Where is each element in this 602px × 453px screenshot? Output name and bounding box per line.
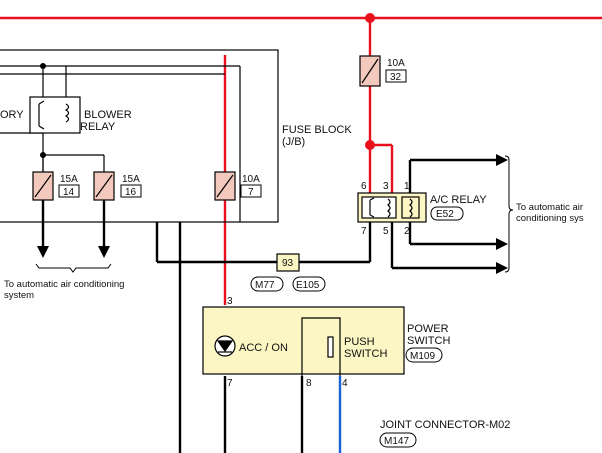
switch-pin-7: 7 <box>227 378 233 389</box>
acc-on-label: ACC / ON <box>239 342 288 354</box>
arrow-down-icon <box>98 246 110 258</box>
arrow-right-icon <box>496 262 508 274</box>
arrow-down-icon <box>37 246 49 258</box>
switch-pin-8: 8 <box>306 378 312 389</box>
thick-black-wires <box>41 158 500 453</box>
ac-relay-pin-7: 7 <box>361 226 367 237</box>
left-system-bracket <box>35 263 112 273</box>
fuse-block-internal-wires <box>0 65 241 222</box>
arrow-right-icon <box>496 238 508 250</box>
fuse-block-frame <box>0 49 279 223</box>
fuse-32-amp: 10A <box>387 58 405 69</box>
blower-relay-label-2: RELAY <box>80 121 116 133</box>
to-auto-right-label-1: To automatic air <box>516 202 583 213</box>
push-switch-label-1: PUSH <box>344 336 375 348</box>
acc-on-indicator-icon <box>214 335 236 357</box>
fuse-block-label-1: FUSE BLOCK <box>282 124 352 136</box>
fuse-7-num: 7 <box>248 187 254 198</box>
ac-relay-pin-6: 6 <box>361 181 367 192</box>
to-auto-left-label-2: system <box>4 290 34 301</box>
fuse-32-num: 32 <box>390 72 402 83</box>
switch-pin-3: 3 <box>227 296 233 307</box>
connector-93-box <box>276 253 300 272</box>
ac-relay-symbol <box>361 196 420 219</box>
ac-relay-label: A/C RELAY <box>430 194 487 206</box>
red-junction-relay <box>365 140 375 150</box>
to-auto-left-label-1: To automatic air conditioning <box>4 279 124 290</box>
power-switch-label-2: SWITCH <box>407 335 450 347</box>
ac-relay-connector-label: E52 <box>436 209 454 220</box>
ac-relay-pin-5: 5 <box>383 226 389 237</box>
fuse-14-amp: 15A <box>60 174 78 185</box>
red-junction-top <box>365 13 375 23</box>
joint-connector-id: M147 <box>384 436 409 447</box>
fuse-32-symbol <box>359 55 381 87</box>
fuse-16-num: 16 <box>125 187 137 198</box>
connector-93-label: 93 <box>282 258 294 269</box>
fuse-block-junction-1 <box>40 63 46 69</box>
right-system-bracket <box>504 155 514 273</box>
blower-relay-label-1: BLOWER <box>84 109 132 121</box>
ac-relay-pin-1: 1 <box>404 181 410 192</box>
ac-relay-pin-3: 3 <box>383 181 389 192</box>
fuse-block-label-2: (J/B) <box>282 136 305 148</box>
wire-connector-m77: M77 <box>255 280 275 291</box>
fuse-block-junction-2 <box>40 152 46 158</box>
push-switch-label-2: SWITCH <box>344 348 387 360</box>
power-switch-connector-label: M109 <box>410 351 435 362</box>
fuse-16-amp: 15A <box>122 174 140 185</box>
push-switch-symbol <box>301 317 341 376</box>
fuse-7-amp: 10A <box>242 174 260 185</box>
fuse-14-symbol <box>32 171 54 201</box>
fuse-16-symbol <box>93 171 115 201</box>
power-switch-label-1: POWER <box>407 323 449 335</box>
joint-connector-label: JOINT CONNECTOR-M02 <box>380 419 510 431</box>
arrow-right-icon <box>496 154 508 166</box>
blower-relay-symbol <box>29 96 81 134</box>
ac-relay-pin-2: 2 <box>404 226 410 237</box>
to-auto-right-label-2: conditioning sys <box>516 213 584 224</box>
wire-connector-e105: E105 <box>296 280 320 291</box>
fuse-7-symbol <box>214 171 236 201</box>
switch-pin-4: 4 <box>342 378 348 389</box>
fuse-14-num: 14 <box>63 187 75 198</box>
relay-left-partial-label: ORY <box>0 109 24 121</box>
